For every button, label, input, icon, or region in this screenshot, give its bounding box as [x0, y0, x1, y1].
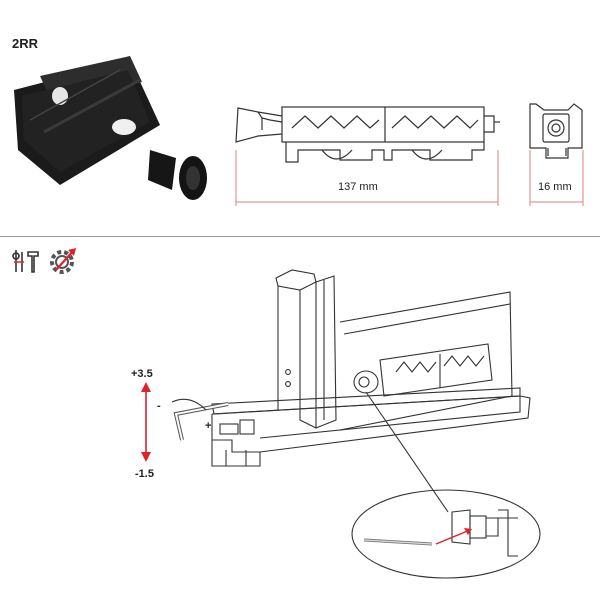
installation-illustration: [171, 269, 531, 513]
detail-callout: [351, 489, 541, 579]
dimension-width-label: 16 mm: [538, 181, 572, 193]
adjust-down-value: -1.5: [135, 468, 154, 480]
product-code: 2RR: [12, 36, 39, 51]
rotate-minus-sign: -: [157, 400, 161, 412]
roller-carriage-photo: [14, 56, 207, 200]
adjust-up-value: +3.5: [131, 368, 153, 380]
end-view-drawing: [529, 103, 583, 159]
dimension-lines: [235, 150, 584, 206]
section-divider: [0, 236, 600, 237]
tools-icon: [12, 250, 39, 273]
rotate-plus-sign: +: [205, 420, 212, 432]
height-adjust-arrow: [141, 382, 151, 462]
side-view-drawing: [235, 106, 500, 163]
adjust-gear-icon: [50, 248, 76, 274]
dimension-length-label: 137 mm: [338, 181, 378, 193]
